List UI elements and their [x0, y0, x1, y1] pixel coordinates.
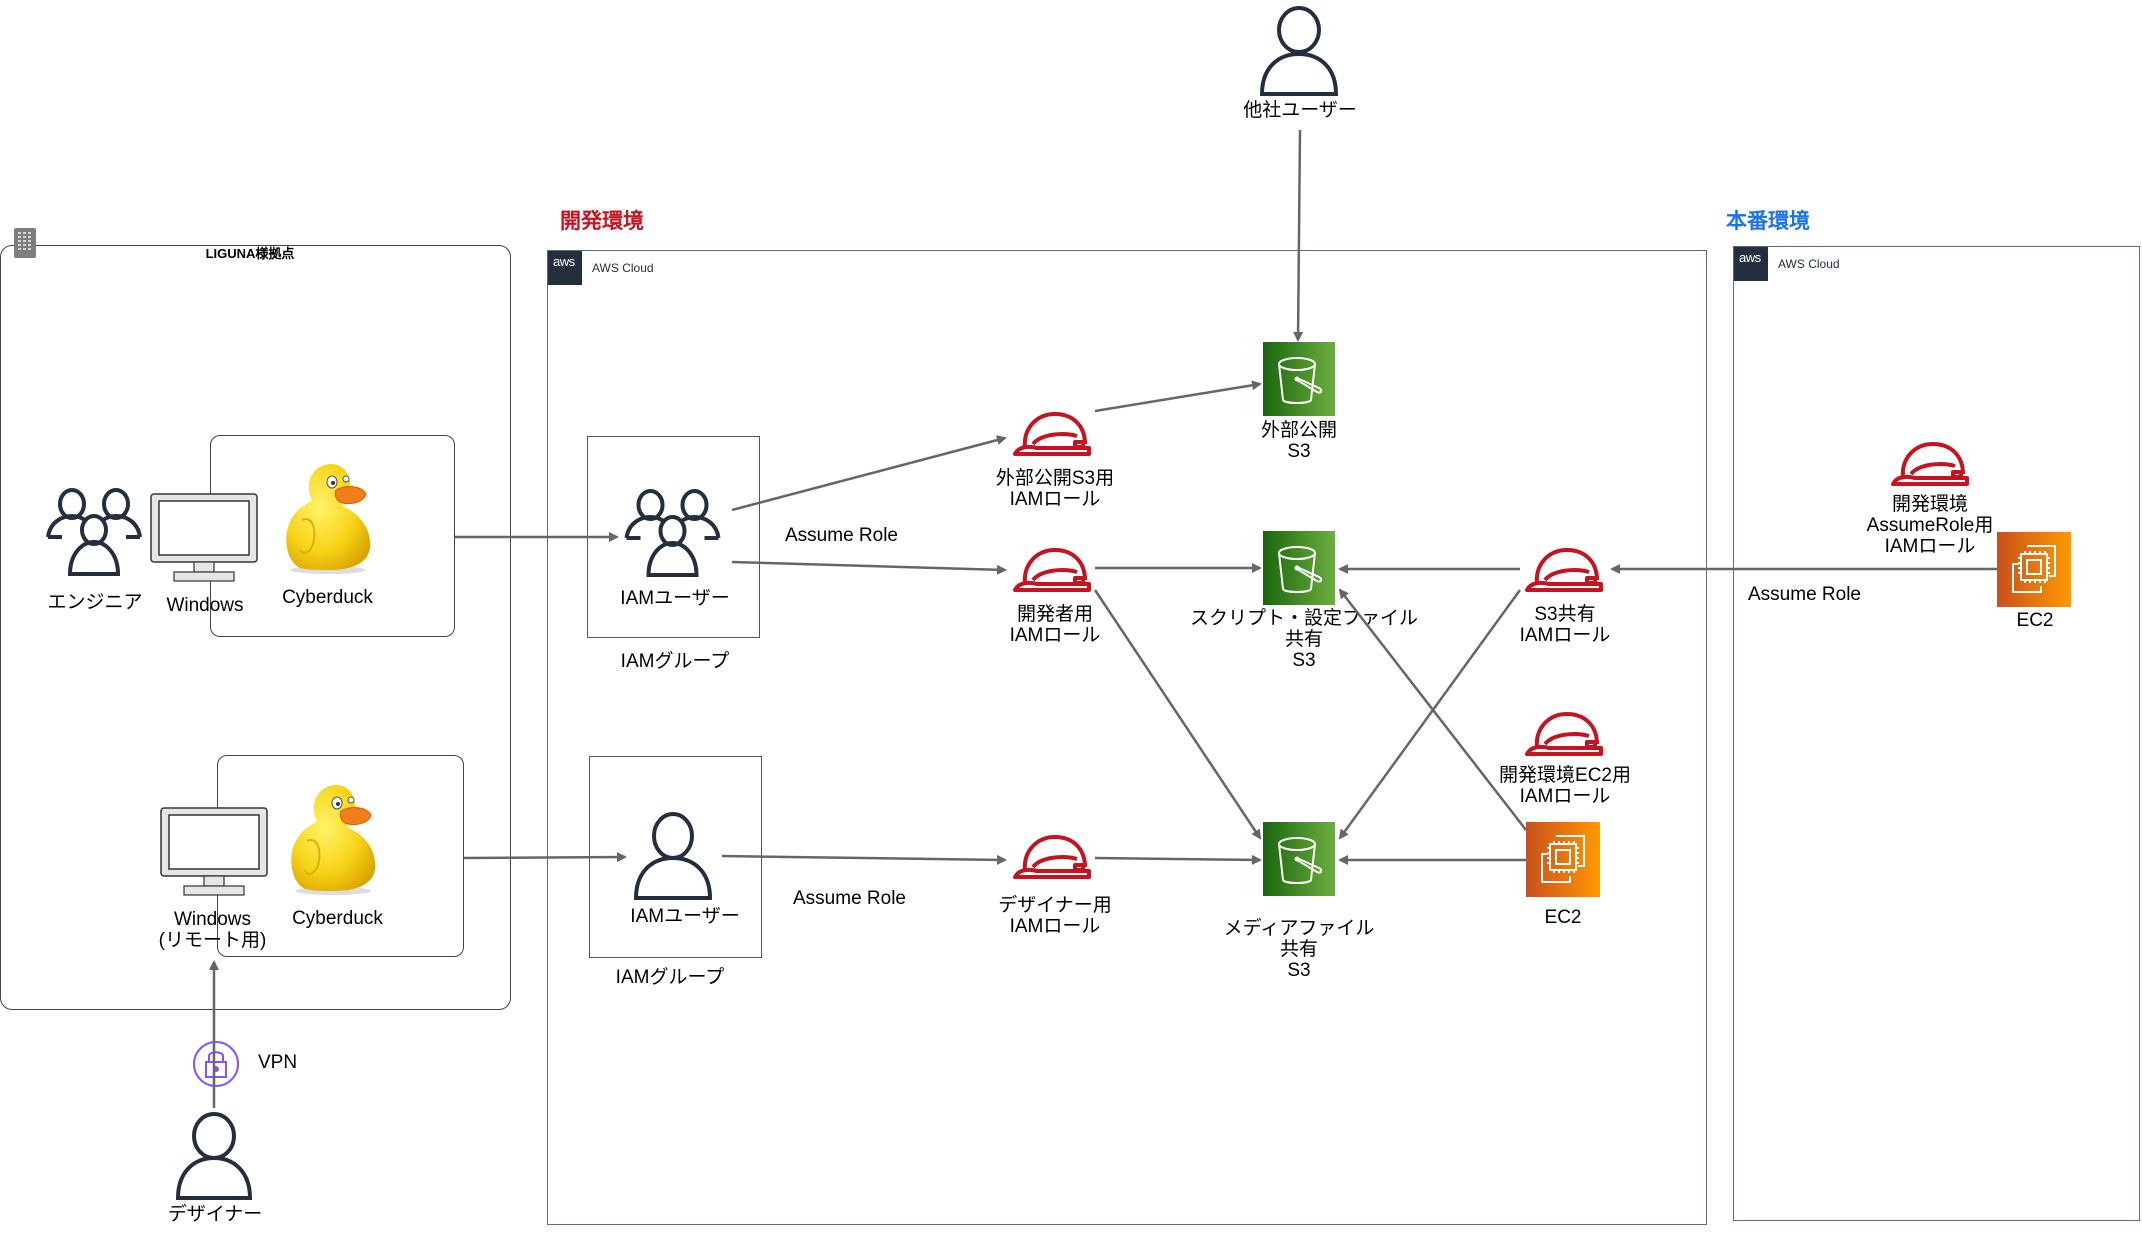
external-user-icon — [1256, 6, 1342, 98]
assume-role-label-1: Assume Role — [785, 525, 898, 546]
iam-user-1-label: IAMユーザー — [620, 588, 730, 609]
s3-media-bucket[interactable] — [1263, 822, 1335, 896]
iam-user-icon — [632, 812, 714, 902]
s3-external-label: 外部公開 S3 — [1260, 420, 1337, 462]
iam-role-s3-shared-label: S3共有 IAMロール — [1519, 604, 1611, 646]
iam-role-external-s3-label: 外部公開S3用 IAMロール — [995, 468, 1115, 510]
site-container — [0, 245, 511, 1010]
iam-group-2-label: IAMグループ — [615, 967, 725, 988]
vpn-label: VPN — [258, 1052, 298, 1073]
aws-logo-icon: aws — [1734, 247, 1768, 281]
prod-ec2-label: EC2 — [2016, 610, 2054, 631]
s3-external-bucket[interactable] — [1263, 342, 1335, 416]
building-icon — [14, 228, 36, 258]
iam-role-designer-icon — [1011, 833, 1093, 888]
engineer-label: エンジニア — [47, 592, 143, 613]
iam-role-developer-label: 開発者用 IAMロール — [1009, 604, 1101, 646]
prod-env-title: 本番環境 — [1726, 210, 1810, 233]
assume-role-label-2: Assume Role — [793, 888, 906, 909]
iam-role-dev-ec2-icon — [1523, 710, 1605, 765]
prod-aws-cloud-label: AWS Cloud — [1778, 257, 1840, 271]
windows-remote-pc-icon — [160, 807, 270, 902]
windows-pc-icon — [150, 493, 260, 588]
prod-assume-role-label: Assume Role — [1748, 584, 1861, 605]
iam-role-s3-shared-icon — [1523, 546, 1605, 601]
iam-role-external-s3-icon — [1011, 410, 1093, 465]
iam-role-prod-assume-label: 開発環境 AssumeRole用 IAMロール — [1866, 494, 1994, 557]
external-user-label: 他社ユーザー — [1243, 100, 1357, 121]
cyberduck-remote-icon[interactable] — [285, 781, 380, 896]
prod-aws-cloud-group: aws AWS Cloud — [1733, 246, 2140, 1221]
vpn-lock-icon — [192, 1040, 240, 1088]
iam-role-prod-assume-icon — [1889, 440, 1971, 495]
iam-user-2-label: IAMユーザー — [630, 906, 740, 927]
engineers-group-icon — [44, 482, 144, 582]
designer-user-icon — [172, 1112, 256, 1202]
site-title: LIGUNA様拠点 — [205, 246, 295, 261]
iam-users-icon — [620, 483, 725, 583]
windows-label: Windows — [166, 595, 244, 616]
iam-group-1-label: IAMグループ — [620, 651, 730, 672]
s3-media-label: メディアファイル 共有 S3 — [1223, 918, 1375, 981]
cyberduck-icon[interactable] — [280, 460, 375, 575]
s3-script-bucket[interactable] — [1263, 531, 1335, 605]
iam-role-dev-ec2-label: 開発環境EC2用 IAMロール — [1499, 765, 1631, 807]
cyberduck-label: Cyberduck — [282, 587, 373, 608]
cyberduck-remote-label: Cyberduck — [292, 908, 383, 929]
iam-role-developer-icon — [1011, 546, 1093, 601]
prod-ec2-instance[interactable] — [1997, 532, 2071, 607]
dev-ec2-label: EC2 — [1544, 907, 1582, 928]
dev-ec2-instance[interactable] — [1526, 822, 1600, 897]
iam-role-designer-label: デザイナー用 IAMロール — [998, 895, 1112, 937]
dev-env-title: 開発環境 — [560, 210, 644, 233]
windows-remote-label: Windows (リモート用) — [158, 909, 267, 951]
aws-logo-icon: aws — [548, 251, 582, 285]
designer-label: デザイナー — [167, 1204, 263, 1225]
dev-aws-cloud-label: AWS Cloud — [592, 261, 654, 275]
dev-aws-cloud-group: aws AWS Cloud — [547, 250, 1707, 1225]
s3-script-label: スクリプト・設定ファイル 共有 S3 — [1189, 608, 1418, 671]
